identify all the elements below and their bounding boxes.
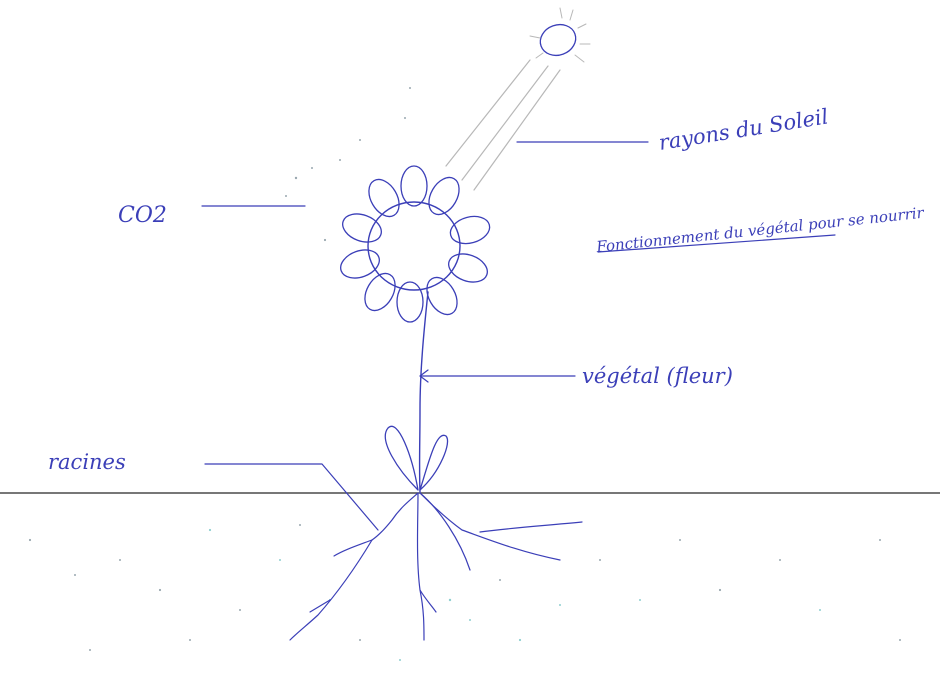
sun-rays xyxy=(446,60,560,190)
roots xyxy=(290,493,582,640)
soil-specks xyxy=(29,524,901,661)
flower-head xyxy=(337,166,493,322)
plant-leader xyxy=(420,370,575,382)
diagram-title: Fonctionnement du végétal pour se nourri… xyxy=(595,204,926,256)
stem xyxy=(420,292,428,492)
air-specks xyxy=(285,87,411,241)
co2-label: CO2 xyxy=(118,203,167,228)
roots-label: racines xyxy=(48,450,126,474)
roots-leader xyxy=(205,464,378,530)
sun xyxy=(530,8,590,62)
sun-rays-label: rayons du Soleil xyxy=(657,104,830,155)
leaves xyxy=(385,426,447,490)
plant-label: végétal (fleur) xyxy=(582,364,733,388)
